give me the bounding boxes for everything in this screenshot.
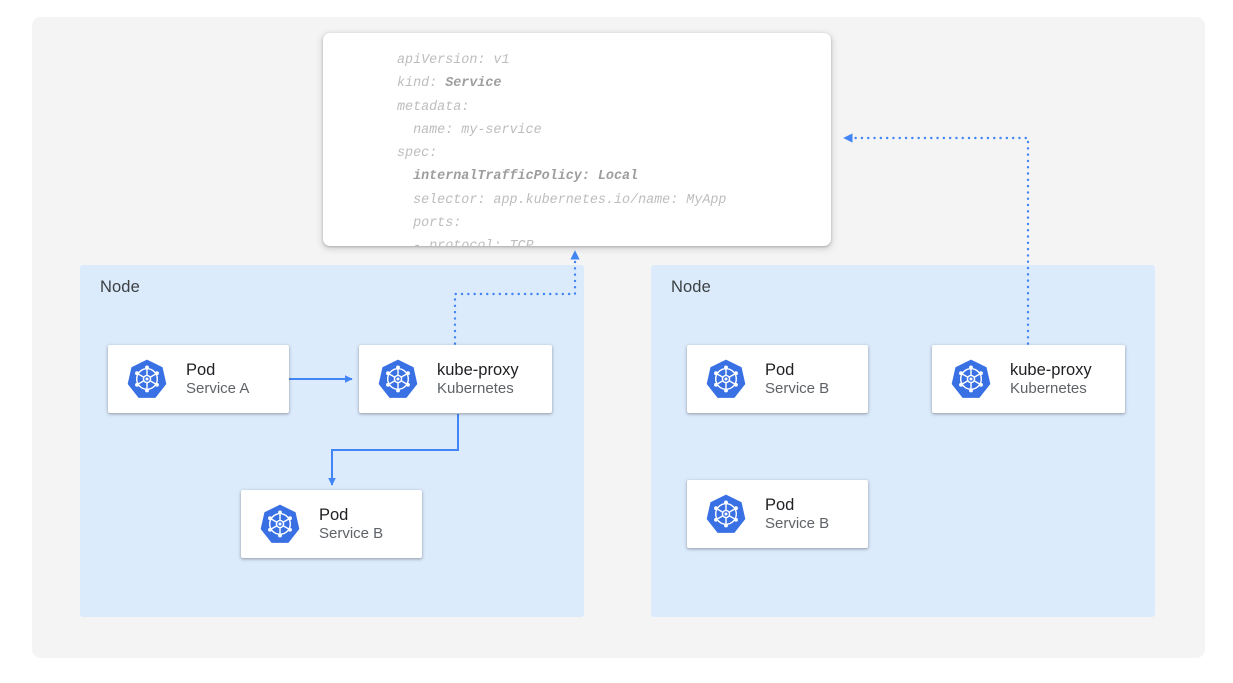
- yaml-line-metadata: metadata:: [397, 99, 470, 115]
- card-title: Pod: [765, 360, 795, 379]
- kubernetes-icon: [377, 358, 419, 400]
- yaml-line-internaltrafficpolicy: internalTrafficPolicy: Local: [397, 169, 639, 185]
- node-label-left: Node: [100, 278, 140, 296]
- card-title: Pod: [186, 360, 216, 379]
- card-kube-proxy-left[interactable]: kube-proxy Kubernetes: [359, 345, 552, 413]
- card-subtitle: Kubernetes: [437, 379, 514, 397]
- card-text: Pod Service B: [319, 505, 383, 543]
- yaml-line-selector: selector: app.kubernetes.io/name: MyApp: [397, 192, 727, 208]
- card-text: Pod Service B: [765, 495, 829, 533]
- yaml-value-kind: Service: [445, 76, 502, 92]
- node-group-right: Node: [651, 265, 1155, 617]
- card-subtitle: Kubernetes: [1010, 379, 1087, 397]
- card-title: Pod: [765, 495, 795, 514]
- kubernetes-icon: [950, 358, 992, 400]
- card-subtitle: Service B: [765, 379, 830, 397]
- card-text: Pod Service A: [186, 360, 249, 398]
- yaml-line-ports: ports:: [397, 216, 462, 232]
- service-yaml-manifest: apiVersion: v1 kind: Service metadata: n…: [323, 33, 831, 246]
- card-pod-service-a[interactable]: Pod Service A: [108, 345, 289, 413]
- yaml-line-name: name: my-service: [397, 122, 542, 138]
- card-pod-service-b-left[interactable]: Pod Service B: [241, 490, 422, 558]
- card-text: kube-proxy Kubernetes: [1010, 360, 1092, 398]
- node-label-right: Node: [671, 278, 711, 296]
- card-title: kube-proxy: [1010, 360, 1092, 379]
- yaml-line-protocol: - protocol: TCP: [397, 239, 534, 246]
- node-group-left: Node: [80, 265, 584, 617]
- card-pod-service-b-right-bottom[interactable]: Pod Service B: [687, 480, 868, 548]
- kubernetes-icon: [705, 358, 747, 400]
- card-kube-proxy-right[interactable]: kube-proxy Kubernetes: [932, 345, 1125, 413]
- card-text: Pod Service B: [765, 360, 829, 398]
- card-title: kube-proxy: [437, 360, 519, 379]
- card-title: Pod: [319, 505, 349, 524]
- yaml-line-spec: spec:: [397, 146, 438, 162]
- card-subtitle: Service B: [765, 514, 830, 532]
- kubernetes-icon: [705, 493, 747, 535]
- kubernetes-icon: [259, 503, 301, 545]
- card-subtitle: Service B: [319, 524, 384, 542]
- kubernetes-icon: [126, 358, 168, 400]
- card-subtitle: Service A: [186, 379, 250, 397]
- yaml-line-apiversion: apiVersion: v1: [397, 53, 510, 68]
- card-text: kube-proxy Kubernetes: [437, 360, 519, 398]
- service-yaml-text: apiVersion: v1 kind: Service metadata: n…: [397, 49, 726, 246]
- card-pod-service-b-right-top[interactable]: Pod Service B: [687, 345, 868, 413]
- yaml-line-kind: kind: Service: [397, 76, 502, 92]
